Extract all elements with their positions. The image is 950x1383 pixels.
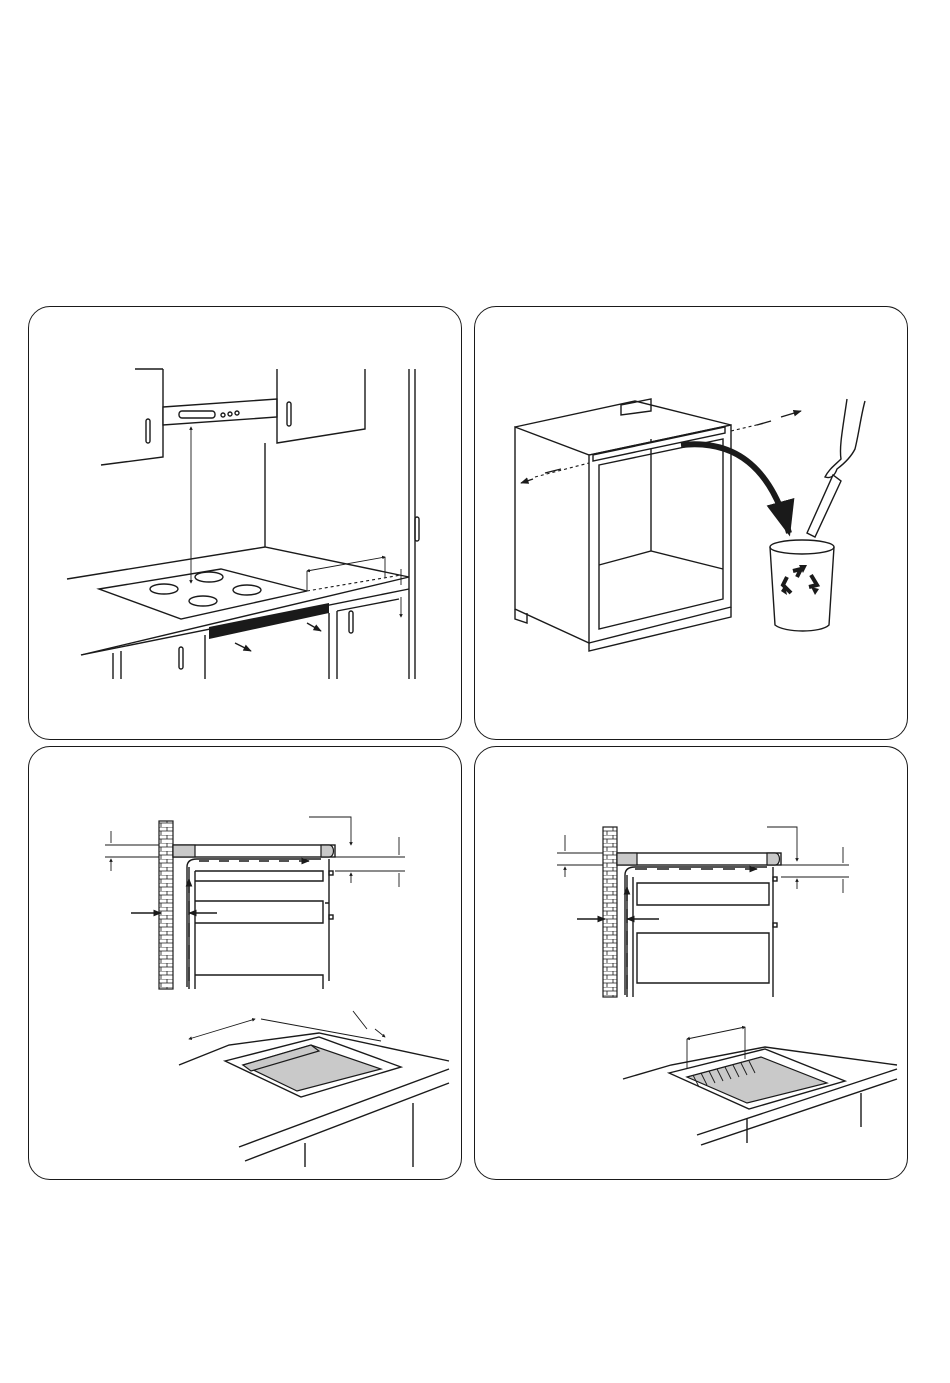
- cabinet-fronts: [627, 867, 777, 997]
- cutout-icon: [179, 1011, 449, 1167]
- ventilation-drawer-panel: [28, 746, 462, 1180]
- tall-cabinet-handle: [415, 517, 419, 541]
- worktop-section: [617, 853, 781, 865]
- airflow-arrow-icon: [625, 867, 767, 995]
- hand-icon: [807, 399, 865, 537]
- hob-installation-diagram: [29, 307, 461, 739]
- cutout-icon: [623, 1027, 897, 1145]
- cabinet-icon: [515, 399, 731, 651]
- base-cabinets: [113, 599, 399, 679]
- hob-installation-panel: [28, 306, 462, 740]
- disposal-arrow: [681, 444, 789, 533]
- ventilation-drawer-diagram: [29, 747, 461, 1179]
- cabinet-fronts: [189, 859, 333, 989]
- worktop-section: [173, 845, 335, 857]
- wall-icon: [603, 827, 617, 997]
- wall-cabinet-right: [277, 369, 365, 443]
- cabinet-crossbar-removal-panel: [474, 306, 908, 740]
- tall-cabinet-edge: [409, 369, 415, 679]
- wall-icon: [159, 821, 173, 989]
- wall-cabinet-left: [101, 369, 163, 465]
- hob-icon: [99, 569, 307, 619]
- cabinet-crossbar-removal-diagram: [475, 307, 907, 739]
- ventilation-oven-panel: [474, 746, 908, 1180]
- recycle-bin-icon: [770, 540, 834, 631]
- ventilation-oven-diagram: [475, 747, 907, 1179]
- hood-icon: [163, 399, 277, 425]
